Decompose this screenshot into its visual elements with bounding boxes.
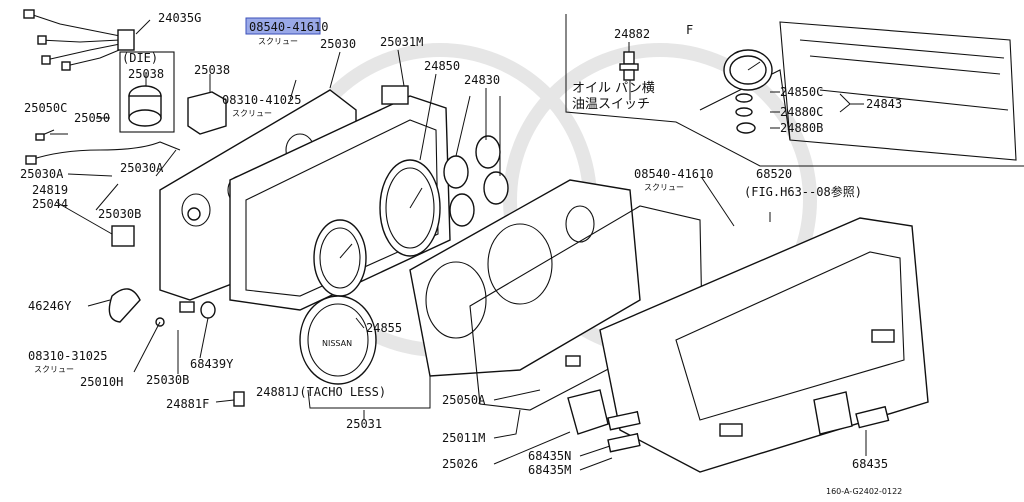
label-68435N: 68435N (528, 449, 571, 463)
oil-temp-switch-24882 (619, 42, 639, 81)
label-24882: 24882 (614, 27, 650, 41)
small-gauges-24830 (443, 135, 509, 227)
part-labels: 24035G 08540-41610 スクリュー 25030 25031M (D… (20, 11, 902, 496)
bulbs-and-sockets (108, 225, 581, 407)
label-25030A-upper: 25030A (120, 161, 164, 175)
label-25050A: 25050A (442, 393, 486, 407)
label-24880C: 24880C (780, 105, 823, 119)
label-25030: 25030 (320, 37, 356, 51)
leader-lines (50, 19, 867, 471)
label-24855: 24855 (366, 321, 402, 335)
label-08310-31025: 08310-31025 (28, 349, 107, 363)
label-46246Y: 46246Y (28, 299, 72, 313)
engine-bay-sketch (699, 21, 1017, 161)
label-25010H: 25010H (80, 375, 123, 389)
speedometer-24850 (379, 159, 441, 257)
label-25030B-lower: 25030B (146, 373, 189, 387)
label-25044: 25044 (32, 197, 68, 211)
label-25038-die: 25038 (128, 67, 164, 81)
label-08540-41610-highlighted[interactable]: 08540-41610 (249, 20, 328, 34)
label-die: (DIE) (122, 51, 158, 65)
label-nissan: NISSAN (322, 339, 352, 348)
label-oil-pan-line1: オイル パン横 (572, 81, 655, 96)
label-24850C: 24850C (780, 85, 823, 99)
label-screw-right: スクリュー (644, 183, 684, 192)
detail-box-f (565, 14, 1024, 167)
label-screw-mid: スクリュー (232, 109, 272, 118)
label-25030A-left: 25030A (20, 167, 64, 181)
label-25031: 25031 (346, 417, 382, 431)
label-24830: 24830 (464, 73, 500, 87)
label-68435M: 68435M (528, 463, 571, 477)
label-25031M: 25031M (380, 35, 423, 49)
cluster-lid-68520 (599, 217, 929, 473)
wire-25050 (25, 129, 181, 165)
label-24843: 24843 (866, 97, 902, 111)
tachometer-24855 (313, 219, 367, 297)
label-68435: 68435 (852, 457, 888, 471)
label-screw-top: スクリュー (258, 37, 298, 46)
label-reference-code: 160-A-G2402-0122 (826, 487, 902, 496)
switch-assembly-right (813, 391, 890, 435)
label-24880B: 24880B (780, 121, 823, 135)
label-25026: 25026 (442, 457, 478, 471)
label-25050: 25050 (74, 111, 110, 125)
label-68439Y: 68439Y (190, 357, 234, 371)
label-25050C: 25050C (24, 101, 67, 115)
label-25011M: 25011M (442, 431, 485, 445)
label-F: F (686, 23, 693, 37)
label-08540-41610-right: 08540-41610 (634, 167, 713, 181)
highlight-box (245, 17, 321, 35)
label-25030B-upper: 25030B (98, 207, 141, 221)
label-24850: 24850 (424, 59, 460, 73)
tacho-less-cover-24881J (299, 295, 377, 385)
die-box (119, 51, 175, 133)
gauge-24843 (723, 49, 773, 134)
label-25038: 25038 (194, 63, 230, 77)
wiring-harness-24035G (23, 9, 135, 71)
housing-25031M (229, 85, 451, 311)
label-24819: 24819 (32, 183, 68, 197)
label-08310-41025: 08310-41025 (222, 93, 301, 107)
label-24881F: 24881F (166, 397, 209, 411)
relay-25038 (187, 91, 227, 135)
label-oil-pan-line2: 油温スイッチ (572, 97, 650, 112)
label-24881J: 24881J(TACHO LESS) (256, 385, 386, 399)
switch-assembly-left (567, 389, 641, 453)
label-68520: 68520 (756, 167, 792, 181)
label-screw-left: スクリュー (34, 365, 74, 374)
label-fig-ref: (FIG.H63--08参照) (744, 184, 862, 199)
label-24035G: 24035G (158, 11, 201, 25)
